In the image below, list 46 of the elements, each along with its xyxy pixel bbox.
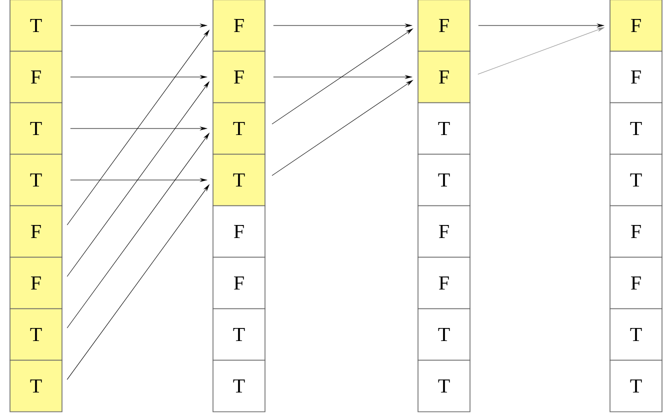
table-cell: F [212,0,266,52]
table-cell: T [212,308,266,361]
table-cell: F [418,205,470,258]
table-cell: T [10,102,62,155]
table-cell: F [418,256,470,310]
table-cell: T [418,360,470,412]
table-cell: T [212,360,266,412]
table-cell: F [418,0,470,52]
arrow [70,75,207,79]
arrow [70,126,207,130]
table-cell: F [610,256,662,310]
table-cell: T [610,308,662,361]
arrow [70,24,207,28]
table-cell: F [610,50,662,104]
arrow [66,184,210,380]
table-cell: F [212,205,266,258]
arrow [478,27,604,74]
arrow [478,24,604,28]
arrow [273,24,412,28]
table-cell: F [610,205,662,258]
table-cell: T [212,154,266,206]
arrow [66,30,210,226]
table-cell: F [212,50,266,104]
arrow [273,75,412,79]
table-cell: T [10,0,62,52]
table-cell: F [610,0,662,52]
table-cell: T [10,154,62,206]
table-cell: T [610,154,662,206]
arrow [272,80,413,176]
table-cell: T [418,154,470,206]
table-cell: F [10,205,62,258]
table-cell: F [418,50,470,104]
table-cell: T [10,360,62,412]
table-cell: T [212,102,266,155]
table-cell: T [10,308,62,361]
table-cell: T [418,308,470,361]
table-cell: F [10,256,62,310]
table-cell: F [212,256,266,310]
arrow [66,82,210,277]
table-cell: T [418,102,470,155]
arrow [272,28,413,124]
table-cell: T [610,102,662,155]
arrow [66,133,210,328]
table-cell: F [10,50,62,104]
table-cell: T [610,360,662,412]
arrow [70,178,207,182]
